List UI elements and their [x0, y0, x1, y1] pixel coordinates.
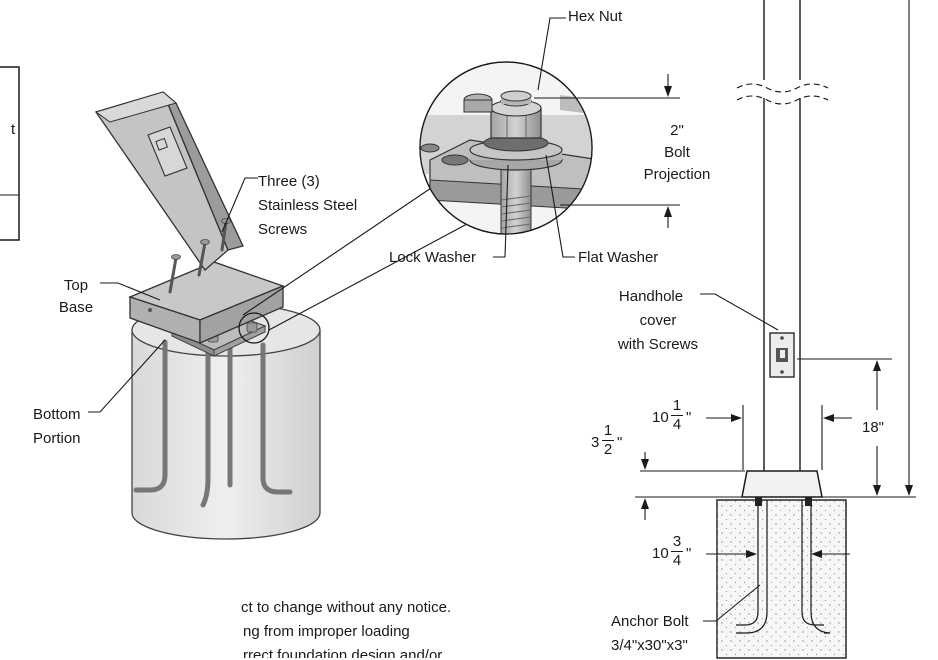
base-width-whole: 10: [652, 409, 669, 426]
hex-nut-label: Hex Nut: [568, 8, 623, 25]
handhole-cover-label: Handhole cover with Screws: [594, 285, 698, 357]
three-screws-label: Three (3) Stainless Steel Screws: [258, 170, 357, 242]
note-line-2: ng from improper loading: [243, 623, 410, 640]
bolt-spacing-unit: ": [686, 545, 692, 562]
elevation-view: [716, 0, 847, 659]
bottom-portion-line2: Portion: [33, 430, 81, 447]
spec-table-fragment: [0, 66, 20, 241]
bolt-spacing-den: 4: [672, 552, 682, 569]
base-width-fraction: 1 4: [671, 398, 683, 433]
iso-leader-lines: [88, 177, 468, 413]
base-width-den: 4: [672, 416, 682, 433]
bolt-projection-line2: Bolt: [664, 144, 690, 161]
elevation-dimension-lines: [635, 0, 916, 622]
projection-arrows: [664, 86, 672, 217]
handhole-line3: with Screws: [617, 336, 698, 353]
handhole-height-dimension: 18": [860, 419, 887, 437]
bottom-portion-label: Bottom Portion: [33, 403, 81, 451]
anchor-bolt-label: Anchor Bolt 3/4"x30"x3": [611, 610, 689, 658]
bottom-portion-line1: Bottom: [33, 406, 81, 423]
handhole-line1: Handhole: [618, 288, 684, 305]
base-height-whole: 3: [591, 434, 600, 451]
base-width-unit: ": [686, 409, 692, 426]
anchor-bolt-line1: Anchor Bolt: [611, 613, 689, 630]
base-height-unit: ": [617, 434, 623, 451]
bolt-spacing-whole: 10: [652, 545, 669, 562]
notes-block: ct to change without any notice. ng from…: [231, 596, 451, 658]
three-screws-line2: Stainless Steel: [258, 197, 358, 214]
note-line-1: ct to change without any notice.: [241, 599, 452, 616]
anchor-bolt-line2: 3/4"x30"x3": [611, 637, 688, 654]
detail-leader-lines: [493, 17, 680, 258]
bolt-spacing-num: 3: [672, 533, 682, 550]
flat-washer-label: Flat Washer: [578, 249, 659, 266]
bolt-projection-label: 2" Bolt Projection: [638, 120, 716, 186]
bolt-projection-dim: 2": [670, 122, 684, 139]
isometric-base-illustration: [94, 91, 321, 540]
three-screws-line1: Three (3): [258, 173, 320, 190]
bolt-projection-line3: Projection: [643, 166, 711, 183]
left-table-fragment-text: t: [11, 121, 16, 138]
bolt-spacing-fraction: 3 4: [671, 534, 683, 569]
base-height-fraction: 1 2: [602, 423, 614, 458]
top-base-line2: Base: [58, 299, 94, 316]
elevation-arrowheads: [641, 360, 913, 558]
top-base-label: Top Base: [54, 275, 98, 319]
base-height-num: 1: [603, 422, 613, 439]
base-width-num: 1: [672, 397, 682, 414]
top-base-line1: Top: [63, 277, 89, 294]
note-line-3: rrect foundation design and/or: [243, 647, 443, 658]
three-screws-line3: Screws: [258, 221, 308, 238]
base-height-den: 2: [603, 441, 613, 458]
handhole-line2: cover: [639, 312, 677, 329]
lock-washer-label: Lock Washer: [389, 249, 476, 266]
bolt-detail-zoom: [419, 61, 593, 235]
